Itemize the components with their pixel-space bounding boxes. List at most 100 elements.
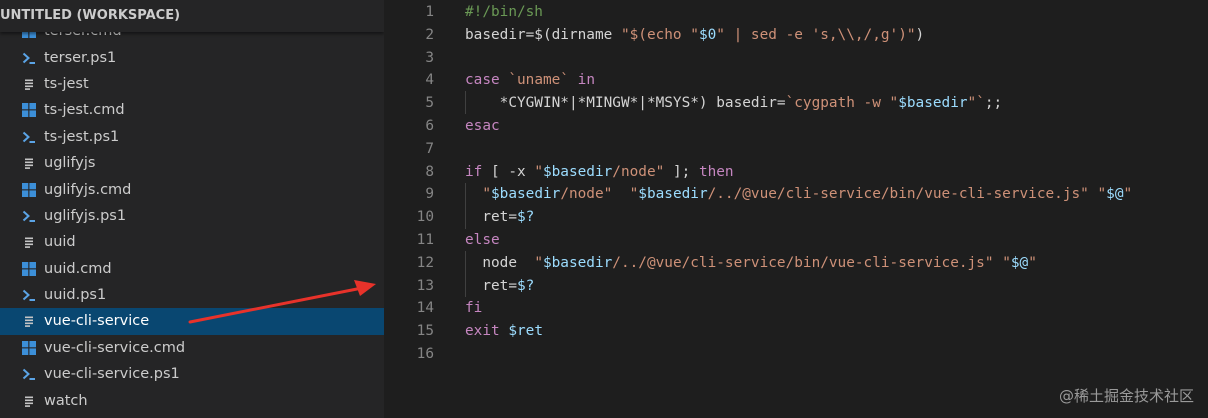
code-line[interactable]: 10 ret=$? [384,206,1208,229]
code-token: *CYGWIN*|*MINGW*|*MSYS*) basedir= [465,95,786,112]
workspace-title[interactable]: UNTITLED (WORKSPACE) [0,0,384,32]
code-token [465,186,482,202]
file-item[interactable]: ts-jest.ps1 [0,124,384,150]
code-line[interactable]: 5 *CYGWIN*|*MINGW*|*MSYS*) basedir=`cygp… [384,92,1208,115]
code-token: $@ [1106,186,1124,203]
file-item[interactable]: vue-cli-service.ps1 [0,361,384,387]
code-token [612,186,629,202]
code-token: fi [465,300,483,317]
file-item[interactable]: uuid.ps1 [0,282,384,308]
line-number: 3 [425,49,434,66]
code-line[interactable]: 11 else [384,229,1208,252]
code-token: $ret [508,323,543,340]
code-token: $? [516,277,535,294]
line-number: 7 [425,140,434,157]
file-item[interactable]: uglifyjs [0,150,384,176]
code-token: $basedir [638,186,708,203]
code-line[interactable]: 13 ret=$? [384,275,1208,298]
code-token: " [629,186,639,203]
code-token: [ -x [482,163,535,180]
file-item[interactable]: ts-jest.cmd [0,97,384,123]
code-line[interactable]: 12 node "$basedir/../@vue/cli-service/bi… [384,252,1208,275]
code-line[interactable]: 16 [384,343,1208,366]
file-name: vue-cli-service [44,313,150,330]
code-line[interactable]: 1#!/bin/sh [384,1,1208,24]
line-number: 16 [416,346,434,362]
code-text: ret=$? [465,275,534,298]
code-token: `cygpath -w " [785,95,899,112]
line-number: 13 [416,277,434,294]
code-token: "` [967,95,985,112]
code-token: else [465,232,500,248]
file-name: uglifyjs.ps1 [44,207,127,224]
file-item[interactable]: vue-cli-service [0,308,384,335]
code-text: basedir=$(dirname "$(echo "$0" | sed -e … [465,24,924,47]
code-token: in [577,72,595,89]
file-name: ts-jest [44,75,89,92]
file-name: watch [44,392,88,409]
code-line[interactable]: 2 basedir=$(dirname "$(echo "$0" | sed -e… [384,24,1208,47]
file-name: vue-cli-service.ps1 [44,366,180,383]
code-text: if [ -x "$basedir/node" ]; then [465,161,734,184]
code-line[interactable]: 7 [384,138,1208,161]
code-token: #!/bin/sh [465,4,543,20]
code-token: " [534,254,543,271]
file-item[interactable]: uglifyjs.ps1 [0,203,384,229]
code-token: $@ [1010,254,1029,271]
code-token: $basedir [491,186,561,203]
code-token: " [482,186,491,203]
code-editor[interactable]: 1#!/bin/sh 2 basedir=$(dirname "$(echo "$0… [384,0,1208,418]
watermark: @稀土掘金技术社区 [1058,387,1194,405]
file-item[interactable]: watch [0,387,384,413]
code-text: else [465,229,500,252]
file-name: uglifyjs [44,155,96,172]
code-token: node [465,254,535,271]
windows-icon [22,261,36,276]
line-number: 5 [425,95,434,112]
code-line[interactable]: 9 "$basedir/node" "$basedir/../@vue/cli-… [384,183,1208,206]
file-lines-icon [22,156,36,170]
line-number: 6 [425,118,434,134]
indent-guide [465,251,466,297]
file-name: uuid.cmd [44,260,112,277]
powershell-icon [22,367,36,381]
code-token [994,255,1003,271]
file-item[interactable]: ts-jest [0,71,384,97]
file-item[interactable]: vue-cli-service.cmd [0,335,384,361]
code-token: ret= [465,277,517,294]
file-item[interactable]: uuid [0,229,384,255]
powershell-icon [22,288,36,302]
code-token: $basedir [898,95,968,112]
code-text: #!/bin/sh [465,1,543,24]
code-token: " [1123,186,1133,203]
code-text: case `uname` in [465,69,595,92]
code-token: ret= [465,209,517,226]
code-line[interactable]: 3 [384,47,1208,70]
code-token: " [534,163,543,180]
file-item[interactable]: terser.ps1 [0,44,384,70]
code-text: exit $ret [465,320,543,343]
code-text: "$basedir/node" "$basedir/../@vue/cli-se… [465,183,1132,206]
code-token: then [698,163,734,180]
file-lines-icon [22,235,36,249]
code-text: fi [465,297,482,320]
indent-guide [465,91,466,114]
code-token: case [465,72,500,89]
code-text: node "$basedir/../@vue/cli-service/bin/v… [465,252,1037,275]
code-token: basedir=$(dirname [465,26,621,43]
file-lines-icon [22,394,36,408]
line-number: 11 [416,232,434,248]
code-token: " [1028,254,1037,271]
file-name: uglifyjs.cmd [44,181,132,198]
code-token: ]; [664,163,699,180]
file-item[interactable]: uuid.cmd [0,256,384,282]
line-number: 12 [416,254,434,271]
file-item[interactable]: uglifyjs.cmd [0,176,384,202]
code-token: exit [465,323,500,340]
line-number: 2 [425,26,434,43]
